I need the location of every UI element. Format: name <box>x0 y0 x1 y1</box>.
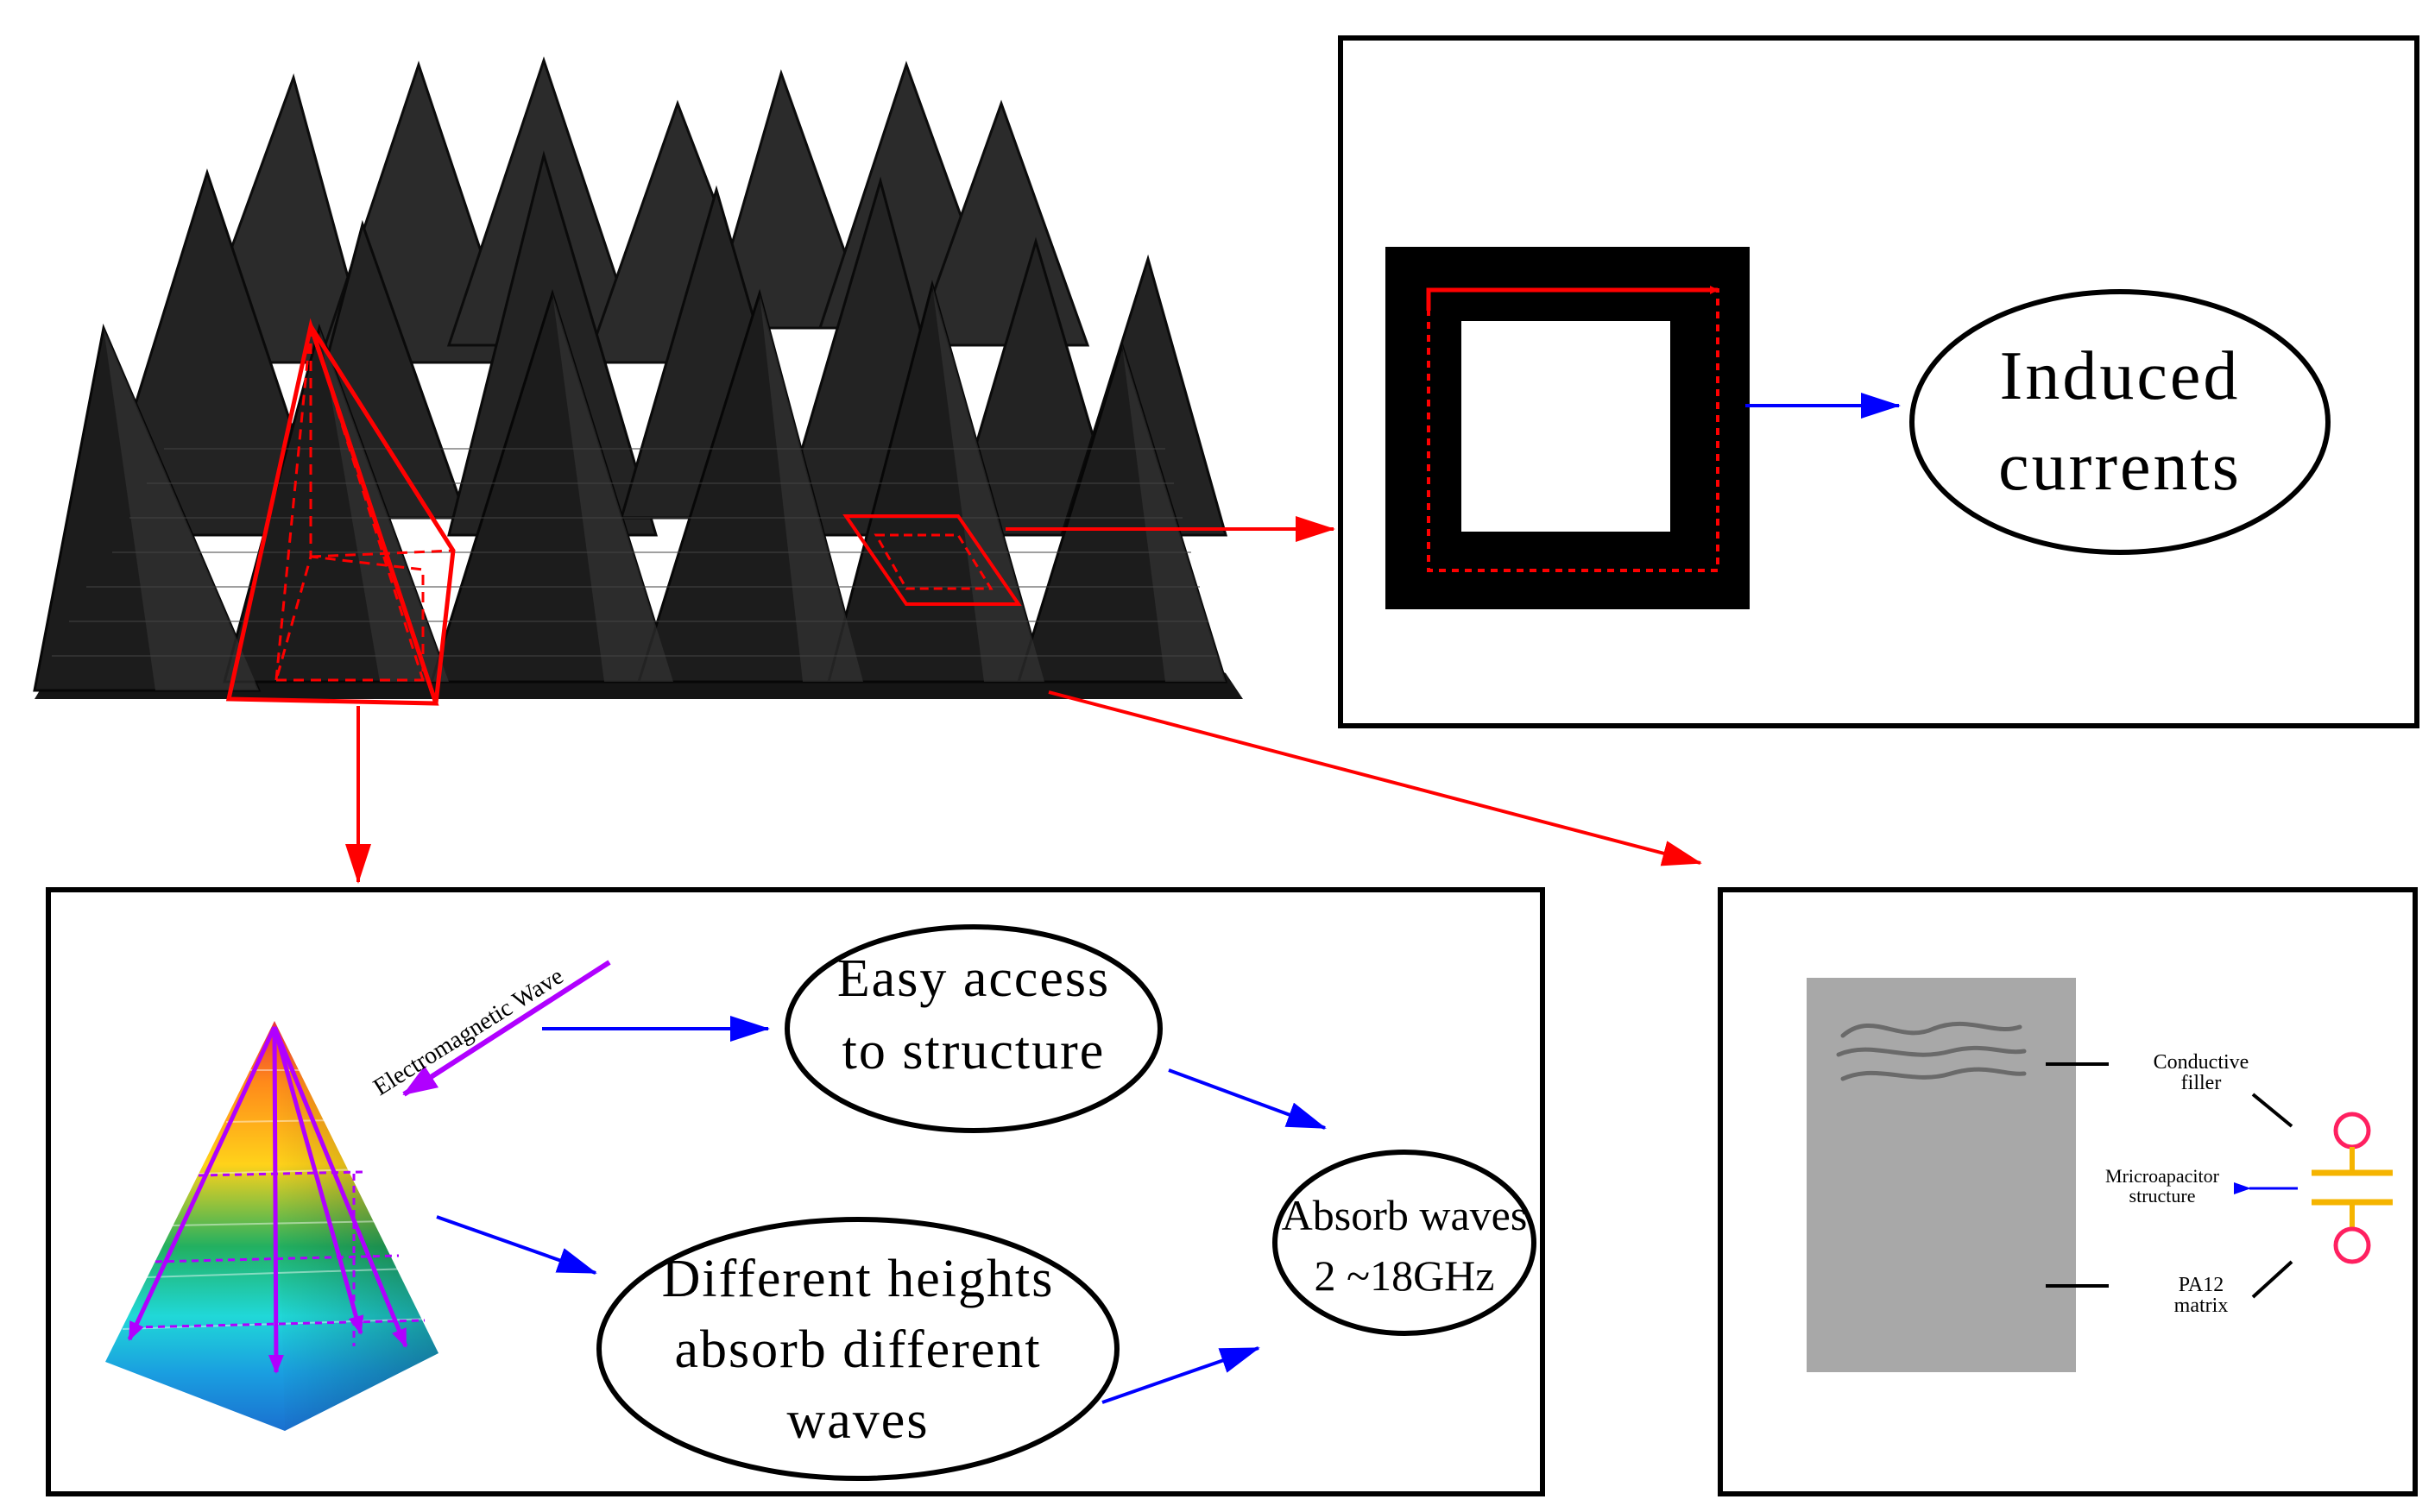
electromagnetic-wave-arrow <box>402 960 611 1097</box>
pa12-matrix-label-1: PA12 <box>2179 1274 2224 1296</box>
easy-access-ellipse <box>785 924 1163 1133</box>
pa12-matrix-block <box>1807 978 2076 1372</box>
unit-cell-highlight <box>842 514 1022 606</box>
induced-currents-panel: Induced currents <box>1338 35 2419 728</box>
absorber-spike <box>947 236 1125 537</box>
different-heights-label-1: Different heights <box>662 1250 1055 1308</box>
arrow-heights-to-absorb <box>1101 1346 1260 1404</box>
conductive-to-cap-leader <box>2251 1093 2293 1128</box>
microcapacitor-label-2: structure <box>2129 1185 2196 1206</box>
conductive-filler-label-2: filler <box>2181 1072 2222 1094</box>
capacitor-symbol <box>2312 1112 2393 1264</box>
pa12-matrix-label-2: matrix <box>2174 1295 2229 1317</box>
absorb-waves-label-2: 2 ~18GHz <box>1315 1251 1495 1300</box>
easy-access-label-2: to structure <box>842 1022 1106 1080</box>
unit-pyramid-highlight <box>225 318 456 706</box>
induced-currents-label-1: Induced <box>2000 338 2241 414</box>
arrow-to-microcap-panel <box>1048 690 1702 866</box>
microcapacitor-label-1: Mricroapacitor <box>2105 1165 2220 1187</box>
different-heights-label-2: absorb different <box>674 1320 1041 1379</box>
matrix-to-cap-leader <box>2251 1260 2293 1299</box>
arrow-to-different-heights <box>436 1215 597 1275</box>
gradient-structure-panel: Electromagnetic Wave Easy access to stru… <box>46 887 1545 1496</box>
layered-pyramid-icon <box>105 1021 438 1431</box>
induced-currents-label-2: currents <box>1998 429 2242 505</box>
ring-hole <box>1461 321 1670 532</box>
easy-access-label-1: Easy access <box>837 949 1110 1008</box>
absorb-waves-ellipse <box>1272 1150 1536 1336</box>
conductive-filler-lines <box>1836 1021 2027 1081</box>
microcapacitor-panel: Conductive filler Mricroapacitor structu… <box>1718 887 2418 1496</box>
induced-currents-ellipse <box>1909 289 2331 555</box>
absorb-waves-label-1: Absorb waves <box>1282 1191 1528 1239</box>
absorber-spike <box>706 69 874 330</box>
different-heights-ellipse <box>596 1217 1120 1481</box>
current-loop-dashed <box>1427 288 1719 572</box>
conductive-filler-label-1: Conductive <box>2154 1051 2249 1074</box>
pyramid-absorber-photo <box>33 56 1243 699</box>
arrow-easy-to-absorb <box>1168 1068 1327 1130</box>
different-heights-label-3: waves <box>787 1391 930 1450</box>
